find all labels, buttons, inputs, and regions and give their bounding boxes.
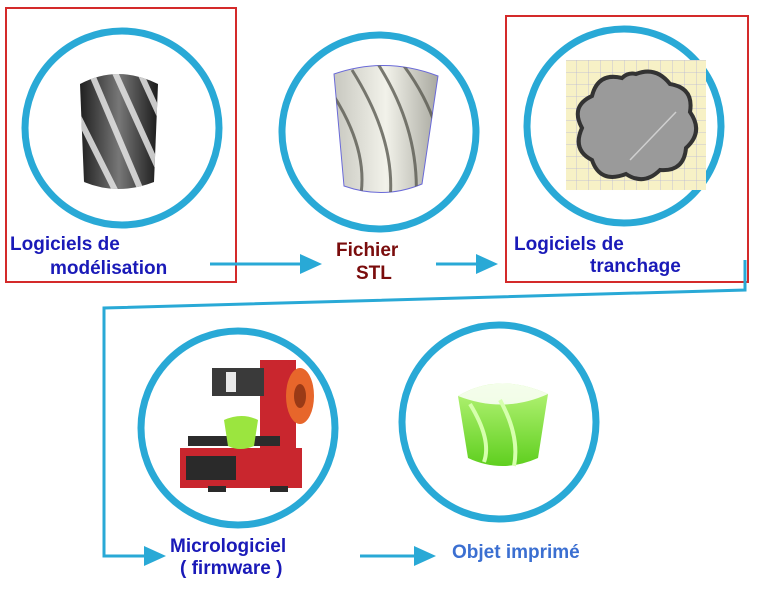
firmware-circle [137,327,339,529]
modeling-label-line1: Logiciels de [10,234,120,255]
stl-label-line1: Fichier [336,240,399,261]
slicing-preview-image [566,60,706,190]
stl-label-line2: STL [356,263,392,284]
firmware-label-line1: Micrologiciel [170,536,287,557]
modeling-frame [5,7,237,283]
stl-circle [278,31,480,233]
arrowheads [144,254,498,566]
stl-model-image [333,64,439,193]
connectors [102,260,747,558]
slicing-label-line1: Logiciels de [514,234,624,255]
slicing-frame [505,15,749,283]
modeling-circle [21,27,223,229]
twisted-model-image [80,74,158,189]
modeling-label-line2: modélisation [50,258,168,279]
slicing-circle [523,25,725,227]
printed-object-image [458,383,548,467]
printed-circle [398,321,600,523]
connector-slicing-to-firmware [102,260,747,558]
slicing-label-line2: tranchage [590,256,681,277]
printer-image [180,360,314,492]
firmware-label-line2: ( firmware ) [180,558,283,579]
printed-label: Objet imprimé [452,542,580,563]
